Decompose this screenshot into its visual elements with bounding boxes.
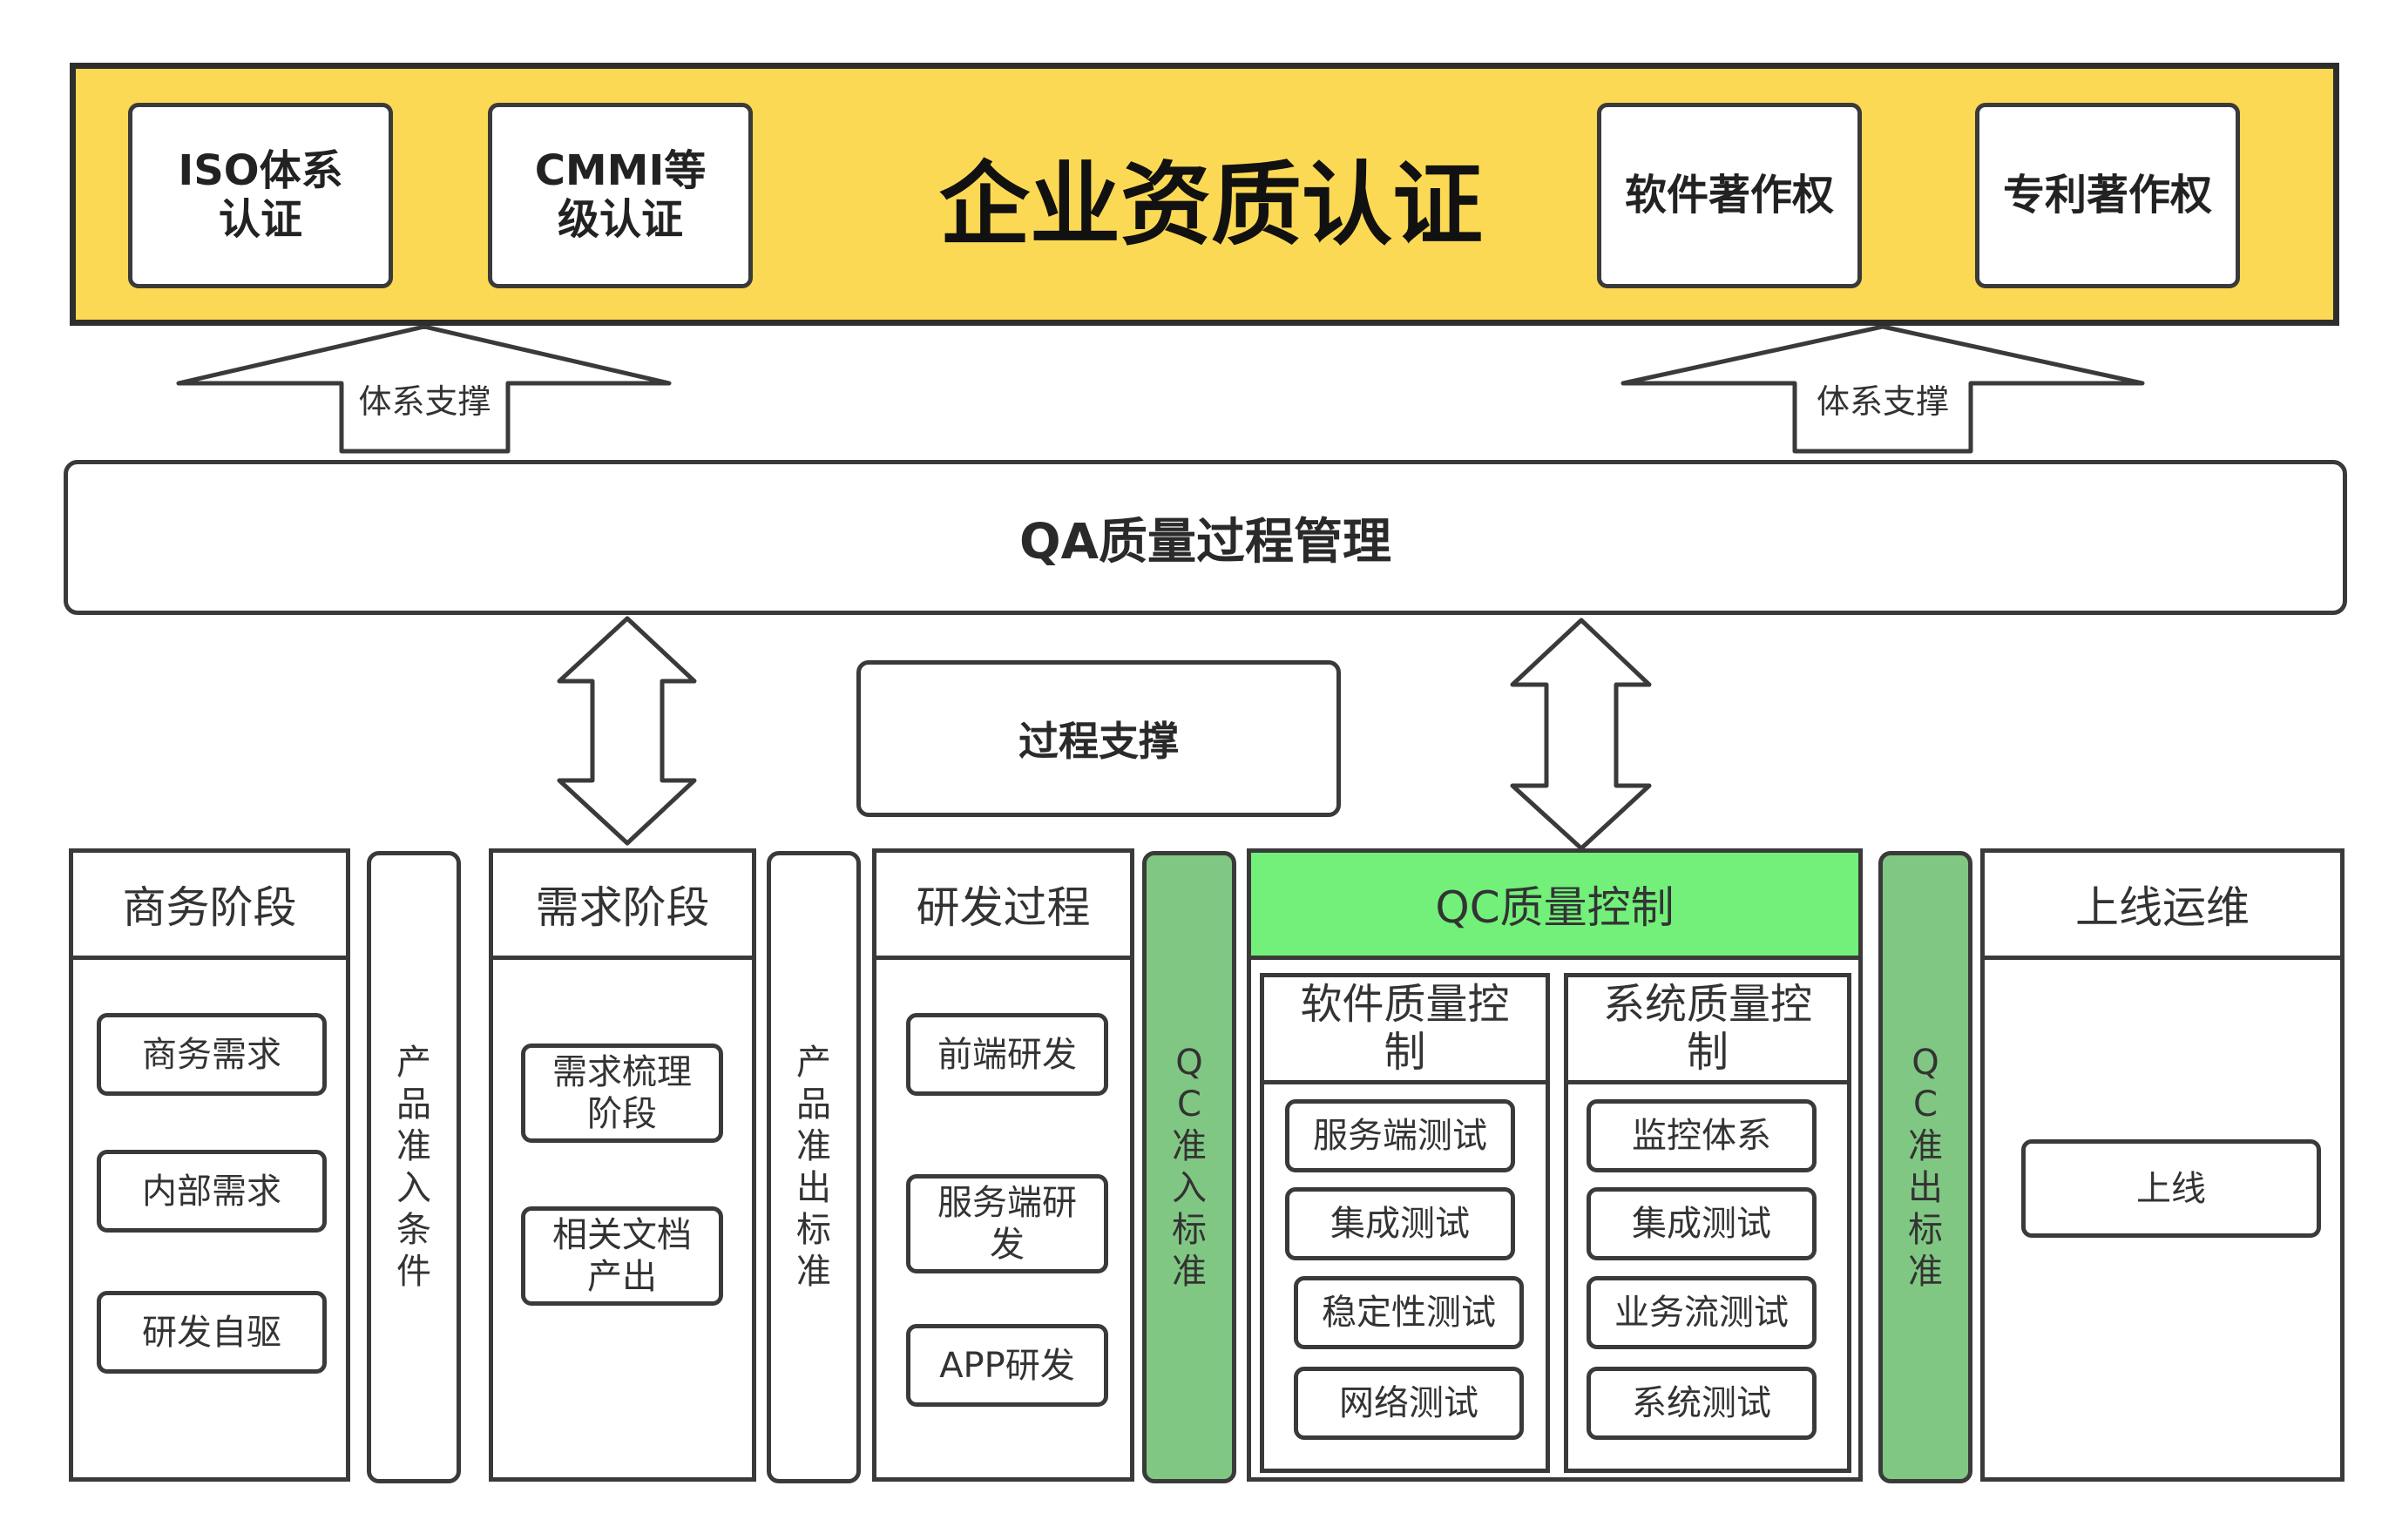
software-item-stability-test[interactable]: 稳定性测试 [1294, 1276, 1524, 1349]
left-support-label: 体系支撑 [358, 382, 491, 421]
online-operations-title: 上线运维 [1985, 853, 2340, 960]
software-item-server-test[interactable]: 服务端测试 [1285, 1099, 1515, 1172]
qc-exit-label: QC准出标准 [1908, 1043, 1943, 1292]
banner-title: 企业资质认证 [938, 151, 1483, 258]
cert-software-copyright[interactable]: 软件著作权 [1597, 103, 1862, 288]
business-item-business-demand[interactable]: 商务需求 [97, 1013, 327, 1096]
qc-quality-control-title: QC质量控制 [1251, 853, 1858, 960]
qa-process-management[interactable]: QA质量过程管理 [64, 460, 2347, 615]
left-up-arrow [176, 324, 672, 454]
cert-cmmi[interactable]: CMMI等级认证 [488, 103, 753, 288]
right-double-arrow [1510, 618, 1652, 851]
qc-exit-standard[interactable]: QC准出标准 [1878, 851, 1972, 1483]
system-item-integration-test[interactable]: 集成测试 [1587, 1187, 1817, 1260]
cert-iso[interactable]: ISO体系认证 [128, 103, 393, 288]
business-item-rd-driven[interactable]: 研发自驱 [97, 1291, 327, 1374]
requirement-item-docs[interactable]: 相关文档产出 [521, 1206, 723, 1306]
requirement-item-sorting[interactable]: 需求梳理阶段 [521, 1044, 723, 1143]
requirement-stage-title: 需求阶段 [493, 853, 752, 960]
dev-item-app[interactable]: APP研发 [906, 1324, 1108, 1407]
left-double-arrow [557, 616, 697, 846]
system-item-system-test[interactable]: 系统测试 [1587, 1367, 1817, 1440]
system-quality-control-title: 系统质量控制 [1568, 977, 1847, 1084]
product-exit-standard[interactable]: 产品准出标准 [767, 851, 861, 1483]
qc-entry-standard[interactable]: QC准入标准 [1142, 851, 1236, 1483]
dev-process-title: 研发过程 [876, 853, 1130, 960]
dev-item-frontend[interactable]: 前端研发 [906, 1013, 1108, 1096]
software-item-network-test[interactable]: 网络测试 [1294, 1367, 1524, 1440]
product-entry-label: 产品准入条件 [396, 1043, 431, 1292]
business-item-internal-demand[interactable]: 内部需求 [97, 1150, 327, 1233]
cert-patent[interactable]: 专利著作权 [1975, 103, 2240, 288]
business-stage-title: 商务阶段 [73, 853, 346, 960]
product-exit-label: 产品准出标准 [796, 1043, 831, 1292]
process-support[interactable]: 过程支撑 [856, 660, 1341, 817]
ops-item-launch[interactable]: 上线 [2021, 1139, 2321, 1238]
system-item-monitoring[interactable]: 监控体系 [1587, 1099, 1817, 1172]
software-item-integration-test[interactable]: 集成测试 [1285, 1187, 1515, 1260]
qualification-banner [70, 63, 2339, 326]
qc-entry-label: QC准入标准 [1172, 1043, 1207, 1292]
product-entry-condition[interactable]: 产品准入条件 [367, 851, 461, 1483]
software-quality-control-title: 软件质量控制 [1264, 977, 1546, 1084]
right-support-label: 体系支撑 [1816, 382, 1949, 421]
requirement-stage: 需求阶段 [489, 848, 756, 1482]
system-item-business-flow-test[interactable]: 业务流测试 [1587, 1276, 1817, 1349]
right-up-arrow [1621, 324, 2145, 454]
dev-item-server[interactable]: 服务端研发 [906, 1174, 1108, 1273]
